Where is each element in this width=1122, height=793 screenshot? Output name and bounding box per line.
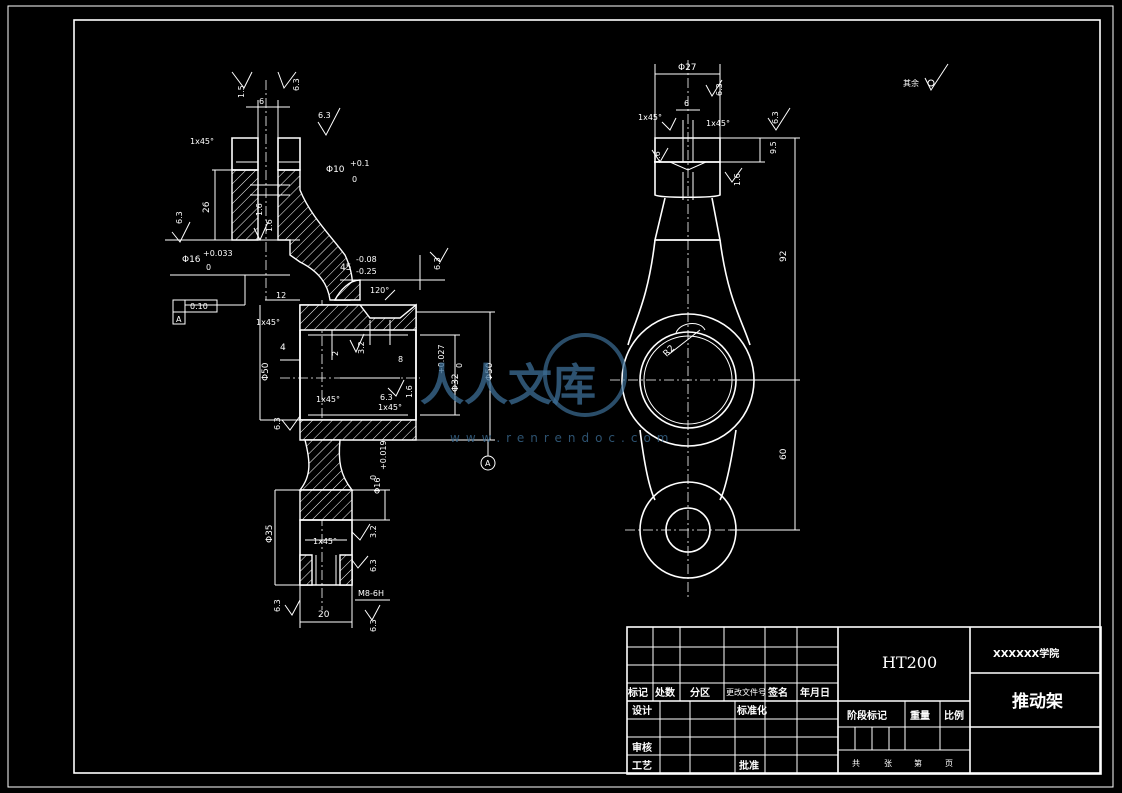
tb-role-review: 审核 — [632, 741, 652, 754]
watermark: 人人文库 www.renrendoc.com — [420, 333, 674, 445]
dim-r10: 6.3 — [380, 393, 393, 402]
dim-r15: 6.3 — [369, 619, 378, 632]
tb-weight: 重量 — [910, 709, 930, 722]
datum-letter-box: A — [176, 315, 182, 324]
rv-dim-height-9: 9.5 — [769, 141, 778, 154]
tb-header-0: 标记 — [627, 686, 648, 699]
dim-chamfer-1: 1x45° — [190, 137, 214, 146]
dim-height-26: 26 — [202, 201, 212, 213]
outer-frame — [7, 5, 1114, 788]
dim-phi16b-tol0: 0 — [369, 475, 378, 480]
rv-dim-r4: 1.6 — [733, 173, 742, 186]
dim-phi32-tol0: 0 — [455, 363, 464, 368]
datum-tolerance: 0.10 — [190, 302, 208, 311]
watermark-url: www.renrendoc.com — [450, 431, 674, 445]
right-front-view: Φ27 6 6.3 1x45° 1x45° 6.3 9.5 1.6 1.6 92… — [610, 60, 800, 600]
tb-role-design: 设计 — [632, 704, 652, 717]
dim-r9: 1.6 — [405, 385, 414, 398]
dim-width-4: 4 — [280, 343, 286, 353]
dim-phi32: Φ32 — [451, 373, 461, 392]
dim-width-20: 20 — [318, 610, 330, 620]
tb-role-standard: 标准化 — [736, 704, 767, 717]
datum-marker-letter: A — [485, 459, 491, 468]
rv-dim-r2: 6.3 — [771, 111, 780, 124]
dim-phi10: Φ10 — [326, 165, 345, 175]
dim-phi10-tol: +0.1 — [350, 159, 369, 168]
dim-45-tol-a: -0.08 — [356, 255, 377, 264]
dim-chamfer-4: 1x45° — [378, 403, 402, 412]
tb-role-process: 工艺 — [632, 759, 652, 772]
roughness-note: 其余 — [903, 63, 949, 92]
dim-phi10-tol0: 0 — [352, 175, 357, 184]
dim-chamfer-2: 1x45° — [256, 318, 280, 327]
dim-phi32-tol: +0.027 — [437, 344, 446, 374]
tb-header-1: 处数 — [654, 686, 676, 699]
title-block: 标记 处数 分区 更改文件号 签名 年月日 设计 标准化 审核 工艺 批准 HT… — [626, 626, 1102, 775]
tb-role-approve: 批准 — [739, 759, 759, 772]
dim-45-tol-b: -0.25 — [356, 267, 377, 276]
dim-phi50-right: Φ50 — [485, 362, 495, 381]
dim-r1: 1.5 — [237, 85, 246, 98]
tb-header-2: 分区 — [690, 686, 710, 699]
dim-phi16: Φ16 — [182, 255, 201, 265]
tb-header-3: 更改文件号 — [726, 687, 766, 697]
dim-r4: 6.3 — [175, 211, 184, 224]
dim-angle-120: 120° — [370, 286, 389, 295]
rv-dim-width-6: 6 — [684, 99, 689, 108]
dim-r7: 6.3 — [433, 257, 442, 270]
dim-width-6: 6 — [259, 97, 264, 106]
dim-r13: 6.3 — [369, 559, 378, 572]
tb-sheet-no: 第 — [914, 758, 922, 768]
rv-dim-height-60: 60 — [779, 448, 789, 460]
rv-dim-r2-fillet: R2 — [662, 344, 678, 360]
dim-chamfer-3: 1x45° — [316, 395, 340, 404]
tb-header-5: 年月日 — [800, 686, 830, 699]
dim-width-2: 2 — [331, 351, 340, 356]
rv-dim-chamfer-1: 1x45° — [638, 113, 662, 122]
rv-dim-height-92: 92 — [779, 251, 789, 262]
left-section-view: A 0.10 A 1.5 6.3 6 6.3 1x45° Φ10 +0.1 0 … — [165, 71, 496, 632]
rv-dim-chamfer-2: 1x45° — [706, 119, 730, 128]
tb-material: HT200 — [882, 653, 937, 672]
dim-r6: 1.6 — [265, 219, 274, 232]
tb-scale: 比例 — [944, 709, 964, 722]
dim-phi35: Φ35 — [265, 524, 275, 543]
roughness-note-label: 其余 — [903, 78, 919, 88]
tb-sheet-unit2: 页 — [945, 759, 953, 768]
dim-phi16b: Φ16 — [373, 478, 382, 494]
tb-stage-mark: 阶段标记 — [847, 709, 887, 722]
dim-r12: 3.2 — [369, 525, 378, 538]
tb-part-name: 推动架 — [1012, 691, 1063, 712]
tb-sheet-unit1: 张 — [884, 759, 892, 768]
dim-r2: 6.3 — [292, 78, 301, 91]
dim-width-12: 12 — [276, 291, 286, 300]
dim-chamfer-5: 1x45° — [313, 537, 337, 546]
dim-r8: 3.2 — [357, 341, 366, 354]
rv-dim-r3: 1.6 — [653, 151, 662, 164]
dim-phi50-left: Φ50 — [261, 362, 271, 381]
rv-dim-phi27: Φ27 — [678, 63, 697, 73]
watermark-logo: 人人文库 — [420, 360, 596, 411]
dim-r5: 1.6 — [255, 203, 264, 216]
dim-r14: 6.3 — [273, 599, 282, 612]
dim-thread-m8: M8-6H — [358, 589, 384, 598]
tb-sheet-total: 共 — [852, 759, 860, 768]
tb-school: XXXXXX学院 — [993, 647, 1059, 660]
dim-width-8: 8 — [398, 355, 403, 364]
dim-angle-45: 45 — [340, 263, 351, 273]
dim-r11: 6.3 — [273, 417, 282, 430]
dim-r3: 6.3 — [318, 111, 331, 120]
dim-phi16-tol0: 0 — [206, 263, 211, 272]
rv-dim-r1: 6.3 — [715, 83, 724, 96]
dim-phi16-tol: +0.033 — [203, 249, 233, 258]
inner-frame — [73, 19, 1101, 774]
dim-phi16b-tol: +0.019 — [379, 440, 388, 470]
tb-header-4: 签名 — [767, 686, 788, 699]
